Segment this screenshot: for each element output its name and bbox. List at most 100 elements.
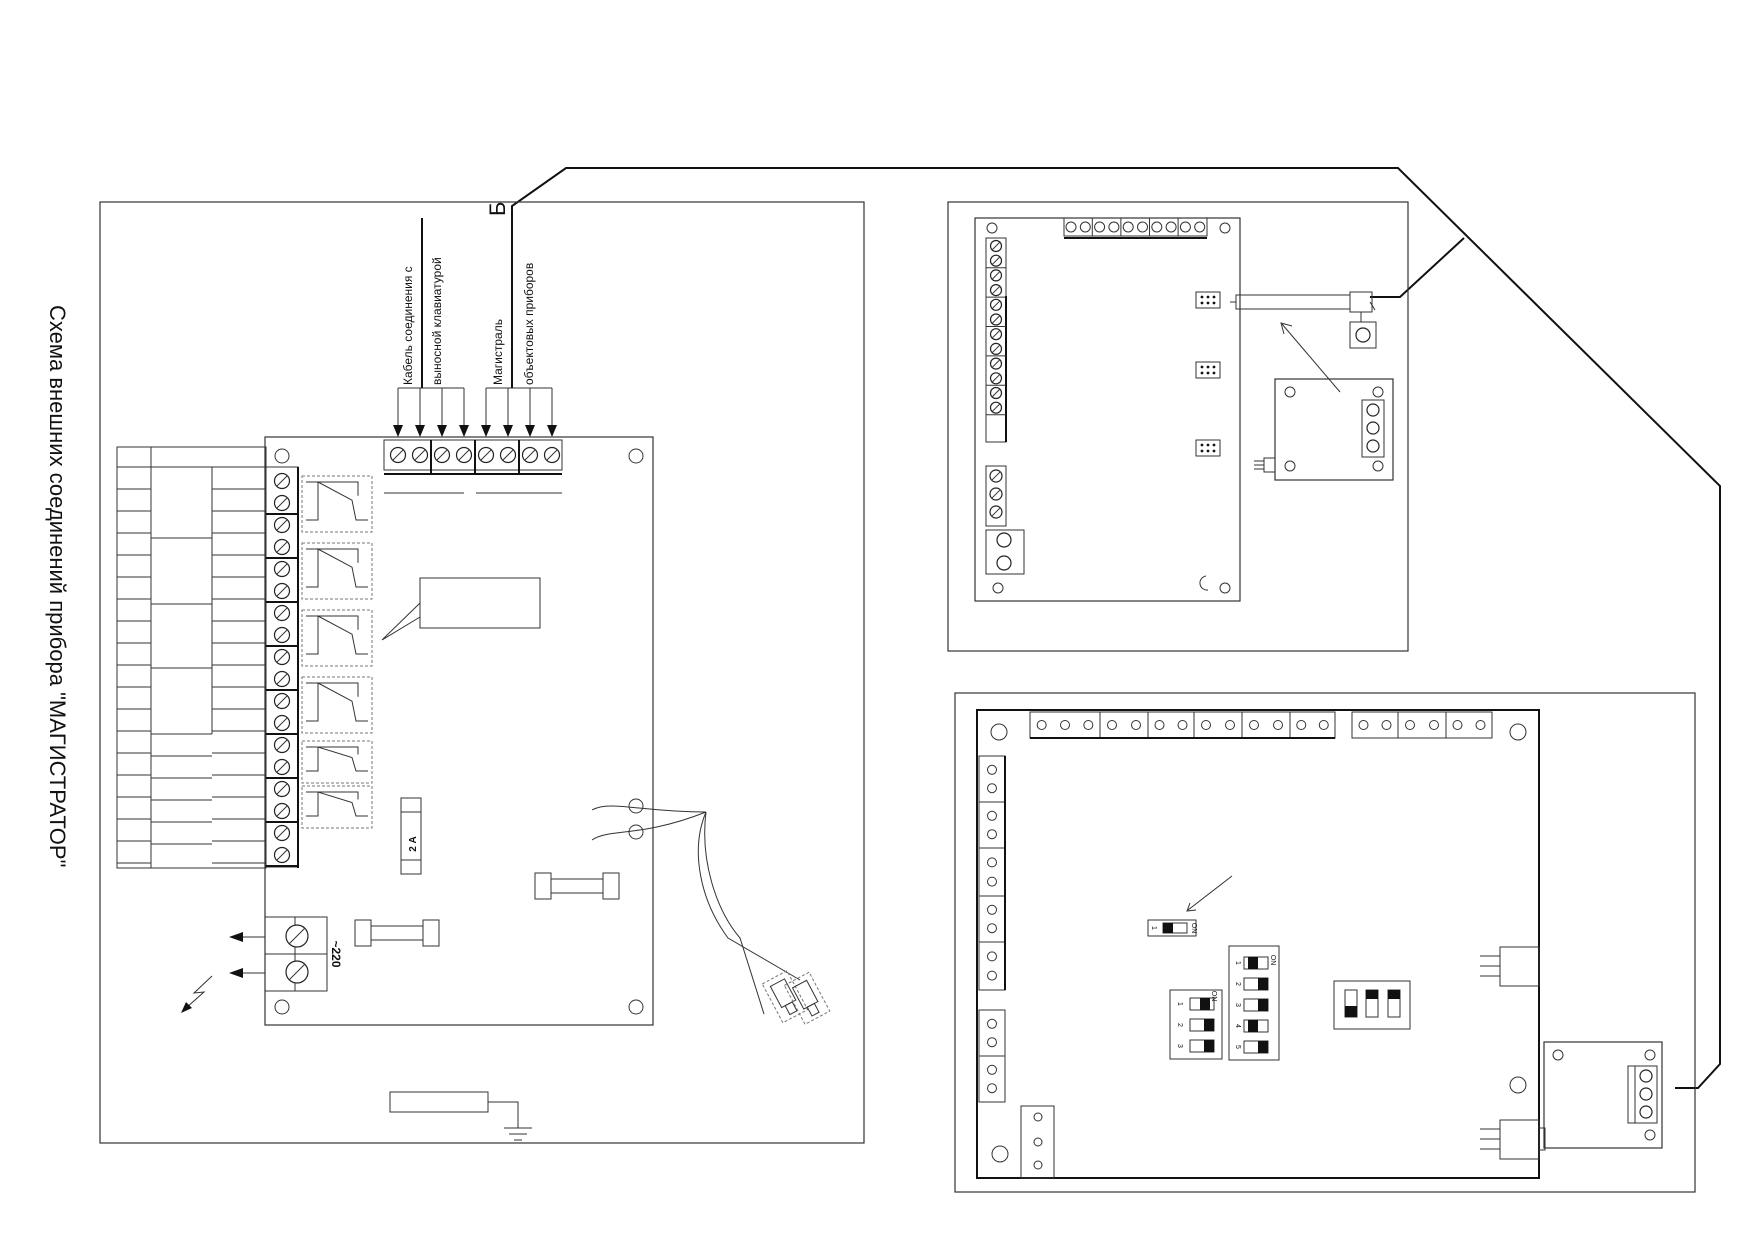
terminal-hole [1318,720,1329,730]
slide-switch-group[interactable] [1333,980,1411,1030]
terminal-hole [1296,720,1307,730]
module-left-screw [989,342,1003,355]
dip5-number: 1 [1234,961,1241,965]
terminal-hole [1083,720,1094,730]
relay-icon [301,542,373,600]
module-top-screw [1065,221,1077,233]
power-label: ~220 [329,940,343,967]
dip5-number: 3 [1234,1003,1241,1007]
module-left-screw [989,313,1003,326]
cable-label-line1: Кабель соединения с [401,266,415,385]
relay-terminal-screw [273,824,291,842]
terminal-hole [987,857,997,868]
module-left-screw [989,284,1003,297]
terminal-block-top [1397,711,1447,739]
module-left-screw [989,487,1003,501]
jumper-block [1195,439,1221,457]
terminal-hole [1036,720,1047,730]
module-left-screw [989,328,1003,341]
module-top-screw [1108,221,1120,233]
cable-label-line2: выносной клавиатурой [430,257,444,385]
dip3-number: 2 [1176,1023,1183,1027]
relay-terminal-screw [273,648,291,666]
dip-single-number: 1 [1150,926,1157,930]
relay-terminal-screw [273,758,291,776]
module-top-screw [1165,221,1177,233]
relay-terminal-screw [273,846,291,864]
terminal-hole [1429,720,1439,730]
terminal-block-top [1147,711,1195,739]
callout-box [381,577,541,641]
module-left-screw [989,269,1003,282]
interface-board-bottom [1543,1041,1663,1149]
terminal-hole [1249,720,1259,730]
dip3-position: 3 [1176,1039,1215,1053]
bus-wire [511,167,1721,1089]
dip5-position: 3 [1234,998,1269,1012]
dip5-number: 2 [1234,982,1241,986]
connector-right-2 [1480,1119,1546,1160]
top-terminal-screw [521,446,539,464]
terminal-block-top [1445,711,1493,739]
top-terminal-screw [389,446,407,464]
dip3-number: 1 [1176,1002,1183,1006]
dip5-on: ON [1269,955,1276,966]
bus-line-marker: Б [485,202,510,216]
relay-terminal-screw [273,692,291,710]
dip5-number: 4 [1234,1024,1241,1028]
dip3-position: 2 [1176,1018,1215,1032]
module-top-screw [1151,221,1163,233]
top-terminal-strip [383,439,563,494]
bus-label-line1: Магистраль [491,319,505,385]
terminal-block-top [1029,711,1101,739]
battery-leads [591,798,831,1025]
module-panel-top [947,201,1409,652]
module-left-screw [989,372,1003,385]
terminal-block-left [978,1055,1006,1103]
terminal-hole [987,1018,997,1029]
dip3-number: 3 [1176,1044,1183,1048]
terminal-wiring-table [116,446,267,869]
relay-icon [301,785,373,829]
dip-switch-single[interactable]: 1 ON [1147,919,1197,937]
terminal-block-top [1351,711,1399,739]
terminal-hole [1273,720,1283,730]
interface-board-top [1254,378,1394,481]
fuse-spare-1 [534,872,620,900]
terminal-hole [1177,720,1188,730]
terminal-hole [987,1037,997,1048]
module-top-screw [1079,221,1091,233]
dip3-on: ON [1210,991,1217,1002]
terminal-block-top [1289,711,1336,739]
relay-icon [301,676,373,734]
battery-clip-1 [761,970,809,1024]
module-left-screw [989,254,1003,267]
relay-terminal-screw [273,604,291,622]
dip5-position: 1 [1234,956,1269,970]
terminal-hole [1131,720,1141,730]
relay-terminal-screw [273,472,291,490]
terminal-block-top [1099,711,1149,739]
terminal-block-left [978,1009,1006,1057]
fuse-spare-2 [354,919,440,947]
relay-icon [301,475,373,533]
module-left-screw [989,401,1003,414]
terminal-hole [1060,720,1070,730]
top-terminal-screw [543,446,561,464]
terminal-hole [1358,720,1369,730]
relay-icon [301,740,373,784]
terminal-hole [987,904,997,915]
terminal-hole [987,951,997,962]
dip5-position: 2 [1234,977,1269,991]
terminal-block-left [978,847,1006,897]
connection-arrows [393,387,557,437]
relay-terminal-screw [273,538,291,556]
dip-switch-3[interactable]: 1 2 3 ON [1169,989,1223,1060]
module-left-screw [989,298,1003,311]
terminal-hole [987,923,997,934]
top-terminal-screw [433,446,451,464]
